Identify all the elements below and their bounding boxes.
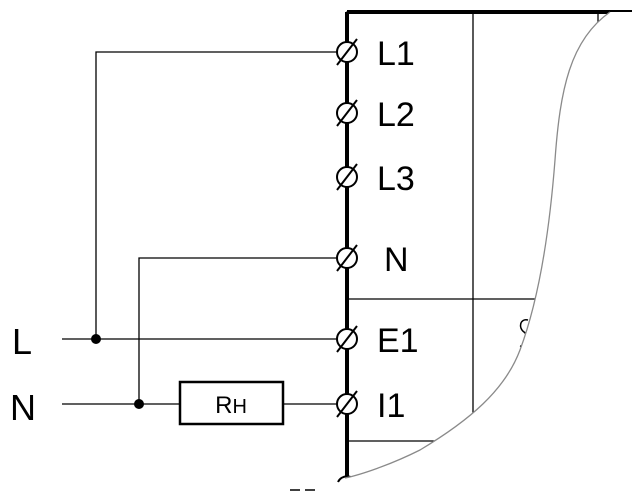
wire-l-to-l1 (95, 51, 340, 339)
tear-edge-icon (344, 11, 611, 479)
junction-dot-l (91, 334, 101, 344)
terminal-slash-icon (336, 244, 358, 272)
supply-label-n: N (10, 387, 36, 428)
terminal-e1: E1 (336, 322, 419, 360)
terminal-n: N (336, 241, 409, 279)
resistor-body (178, 380, 285, 426)
junction-dot-n (134, 399, 144, 409)
terminal-label: L1 (377, 35, 415, 73)
terminal-l3: L3 (336, 160, 415, 198)
terminal-label: I1 (377, 387, 405, 425)
terminal-label: E1 (377, 322, 419, 360)
svg-text:RH: RH (215, 392, 247, 419)
resistor-label-sub: H (232, 396, 246, 418)
tear-mask (345, 12, 632, 494)
terminal-slash-icon (336, 390, 358, 418)
wires (62, 51, 340, 405)
terminal-l2: L2 (336, 96, 415, 134)
terminal-label: L3 (377, 160, 415, 198)
terminal-slash-icon (336, 325, 358, 353)
resistor-label-main: R (215, 392, 232, 419)
terminal-slash-icon (336, 99, 358, 127)
supply-label-l: L (12, 321, 32, 362)
terminal-label: L2 (377, 96, 415, 134)
terminal-label: N (384, 241, 409, 279)
wire-n-to-n (138, 257, 340, 404)
terminal-slash-icon (336, 163, 358, 191)
terminal-i1: I1 (336, 387, 405, 425)
resistor-rh: RH (178, 380, 285, 426)
terminal-l1: L1 (336, 35, 415, 73)
terminal-slash-icon (336, 38, 358, 66)
